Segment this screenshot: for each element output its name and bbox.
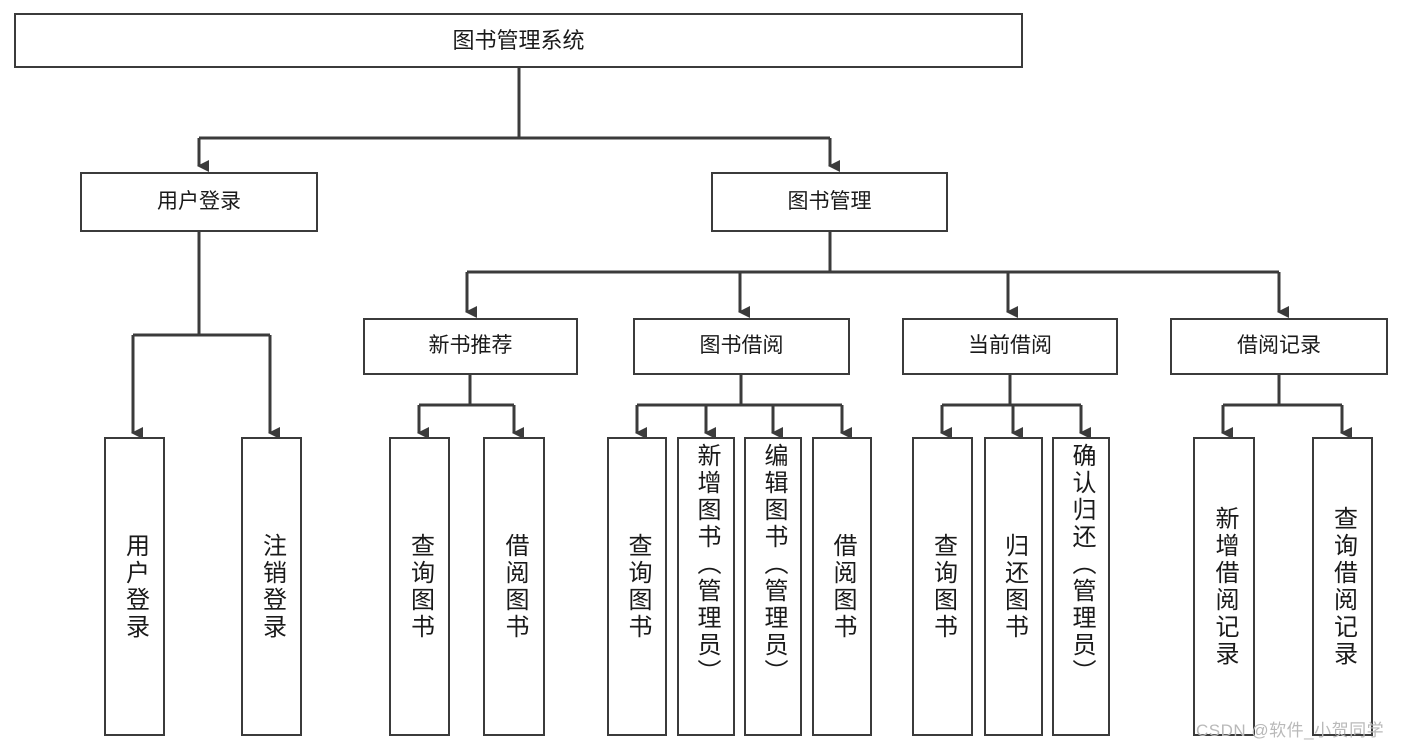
node-leaf-confirm-return[interactable]: 确认归还（管理员） — [1052, 437, 1110, 736]
node-leaf-query-record-label: 查询借阅记录 — [1329, 505, 1357, 668]
node-leaf-logout-login[interactable]: 注销登录 — [241, 437, 302, 736]
node-leaf-add-record-label: 新增借阅记录 — [1211, 505, 1238, 668]
node-leaf-edit-book[interactable]: 编辑图书（管理员） — [744, 437, 802, 736]
node-leaf-query-book-3-label: 查询图书 — [929, 532, 957, 641]
node-user-login[interactable]: 用户登录 — [80, 172, 318, 232]
node-book-borrow[interactable]: 图书借阅 — [633, 318, 850, 375]
node-leaf-add-book-label: 新增图书（管理员） — [693, 443, 720, 686]
node-new-book-rec-label: 新书推荐 — [428, 334, 513, 358]
node-user-login-label: 用户登录 — [157, 189, 241, 213]
node-leaf-query-record[interactable]: 查询借阅记录 — [1312, 437, 1373, 736]
node-book-manage[interactable]: 图书管理 — [711, 172, 948, 232]
node-root-label: 图书管理系统 — [452, 27, 585, 53]
node-leaf-return-book-label: 归还图书 — [1000, 532, 1028, 641]
node-borrow-record-label: 借阅记录 — [1237, 334, 1321, 358]
node-leaf-user-login-label: 用户登录 — [121, 532, 149, 641]
node-leaf-query-book-1[interactable]: 查询图书 — [389, 437, 450, 736]
node-leaf-confirm-return-label: 确认归还（管理员） — [1068, 443, 1095, 686]
node-leaf-borrow-book-2-label: 借阅图书 — [829, 532, 856, 641]
node-leaf-add-record[interactable]: 新增借阅记录 — [1193, 437, 1255, 736]
node-current-borrow-label: 当前借阅 — [968, 334, 1052, 358]
node-borrow-record[interactable]: 借阅记录 — [1170, 318, 1388, 375]
node-leaf-return-book[interactable]: 归还图书 — [984, 437, 1043, 736]
node-root[interactable]: 图书管理系统 — [14, 13, 1023, 68]
node-leaf-borrow-book-2[interactable]: 借阅图书 — [812, 437, 872, 736]
node-book-manage-label: 图书管理 — [787, 189, 872, 213]
node-leaf-logout-login-label: 注销登录 — [258, 532, 286, 641]
node-leaf-borrow-book-1-label: 借阅图书 — [501, 532, 528, 641]
node-leaf-query-book-3[interactable]: 查询图书 — [912, 437, 973, 736]
node-current-borrow[interactable]: 当前借阅 — [902, 318, 1118, 375]
node-leaf-query-book-2[interactable]: 查询图书 — [607, 437, 667, 736]
node-new-book-rec[interactable]: 新书推荐 — [363, 318, 578, 375]
node-leaf-query-book-1-label: 查询图书 — [406, 532, 434, 641]
node-leaf-edit-book-label: 编辑图书（管理员） — [760, 443, 787, 686]
node-leaf-user-login[interactable]: 用户登录 — [104, 437, 165, 736]
node-leaf-add-book[interactable]: 新增图书（管理员） — [677, 437, 735, 736]
node-leaf-borrow-book-1[interactable]: 借阅图书 — [483, 437, 545, 736]
node-book-borrow-label: 图书借阅 — [699, 334, 784, 358]
node-leaf-query-book-2-label: 查询图书 — [624, 532, 651, 641]
csdn-watermark: CSDN @软件_小贺同学 — [1196, 721, 1385, 740]
